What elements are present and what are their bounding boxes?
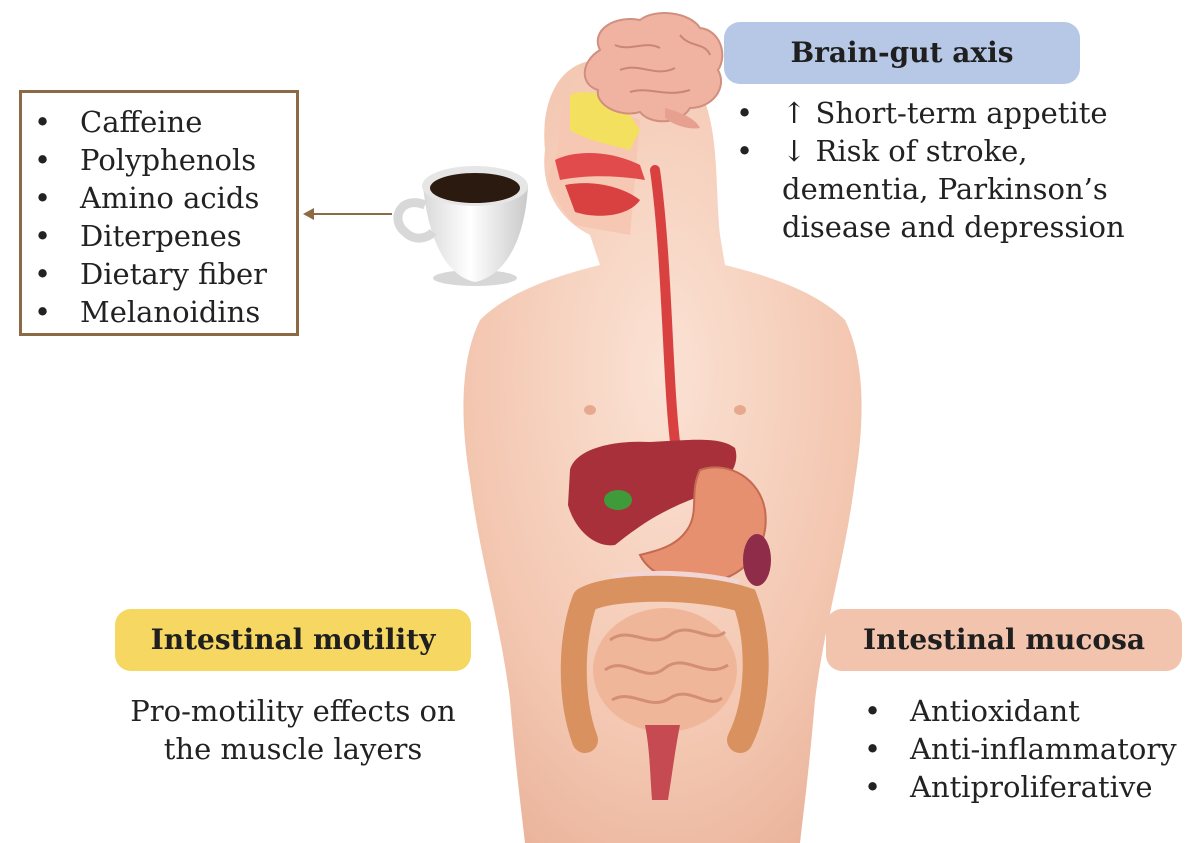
bullet: • (34, 257, 52, 291)
effect-text: ↑ Short-term appetite (782, 96, 1108, 130)
list-item: • Caffeine (34, 103, 296, 141)
coffee-cup-icon (393, 166, 528, 286)
list-item: • ↓ Risk of stroke, dementia, Parkinson’s… (736, 132, 1176, 246)
compound-list: • Caffeine • Polyphenols • Amino acids • Dit… (22, 93, 296, 331)
effect-text: Antioxidant (910, 694, 1080, 728)
intestinal-mucosa-effects-list: • Antioxidant • Anti-inflammatory • Antipro… (864, 692, 1194, 806)
intestinal-mucosa-title: Intestinal mucosa (826, 609, 1182, 671)
coffee-compounds-box: • Caffeine • Polyphenols • Amino acids • Dit… (19, 90, 299, 336)
list-item: • Dietary fiber (34, 255, 296, 293)
rectum (645, 725, 680, 800)
compound-name: Dietary fiber (80, 257, 268, 291)
list-item: • ↑ Short-term appetite (736, 94, 1176, 132)
brain-gut-axis-title: Brain-gut axis (724, 22, 1080, 84)
large-intestine (560, 575, 769, 753)
list-item: • Polyphenols (34, 141, 296, 179)
bullet: • (864, 694, 882, 728)
gallbladder (604, 490, 632, 510)
bullet: • (736, 96, 754, 130)
list-item: • Diterpenes (34, 217, 296, 255)
compound-name: Melanoidins (80, 295, 261, 329)
esophagus (650, 165, 681, 455)
bullet: • (736, 134, 754, 168)
compound-name: Caffeine (80, 105, 203, 139)
effect-text: ↓ Risk of stroke, dementia, Parkinson’s … (782, 134, 1125, 244)
list-item: • Antioxidant (864, 692, 1194, 730)
list-item: • Melanoidins (34, 293, 296, 331)
compound-name: Diterpenes (80, 219, 242, 253)
intestinal-motility-title: Intestinal motility (115, 609, 471, 671)
effect-text: Antiproliferative (910, 770, 1153, 804)
bullet: • (34, 181, 52, 215)
bullet: • (864, 732, 882, 766)
intestinal-motility-description: Pro-motility effects on the muscle layer… (130, 694, 456, 766)
bullet: • (34, 105, 52, 139)
brain-gut-effects-list: • ↑ Short-term appetite • ↓ Risk of stroke… (736, 94, 1176, 246)
small-intestine (593, 608, 737, 732)
brain-icon (583, 12, 724, 129)
list-item: • Antiproliferative (864, 768, 1194, 806)
bullet: • (864, 770, 882, 804)
bullet: • (34, 295, 52, 329)
head-cross-section (548, 90, 645, 235)
arrow-to-compounds (303, 208, 392, 220)
list-item: • Anti-inflammatory (864, 730, 1194, 768)
compound-name: Polyphenols (80, 143, 257, 177)
liver (568, 439, 737, 546)
bullet: • (34, 219, 52, 253)
compound-name: Amino acids (80, 181, 260, 215)
spleen (743, 534, 771, 586)
bullet: • (34, 143, 52, 177)
list-item: • Amino acids (34, 179, 296, 217)
effect-text: Anti-inflammatory (910, 732, 1177, 766)
